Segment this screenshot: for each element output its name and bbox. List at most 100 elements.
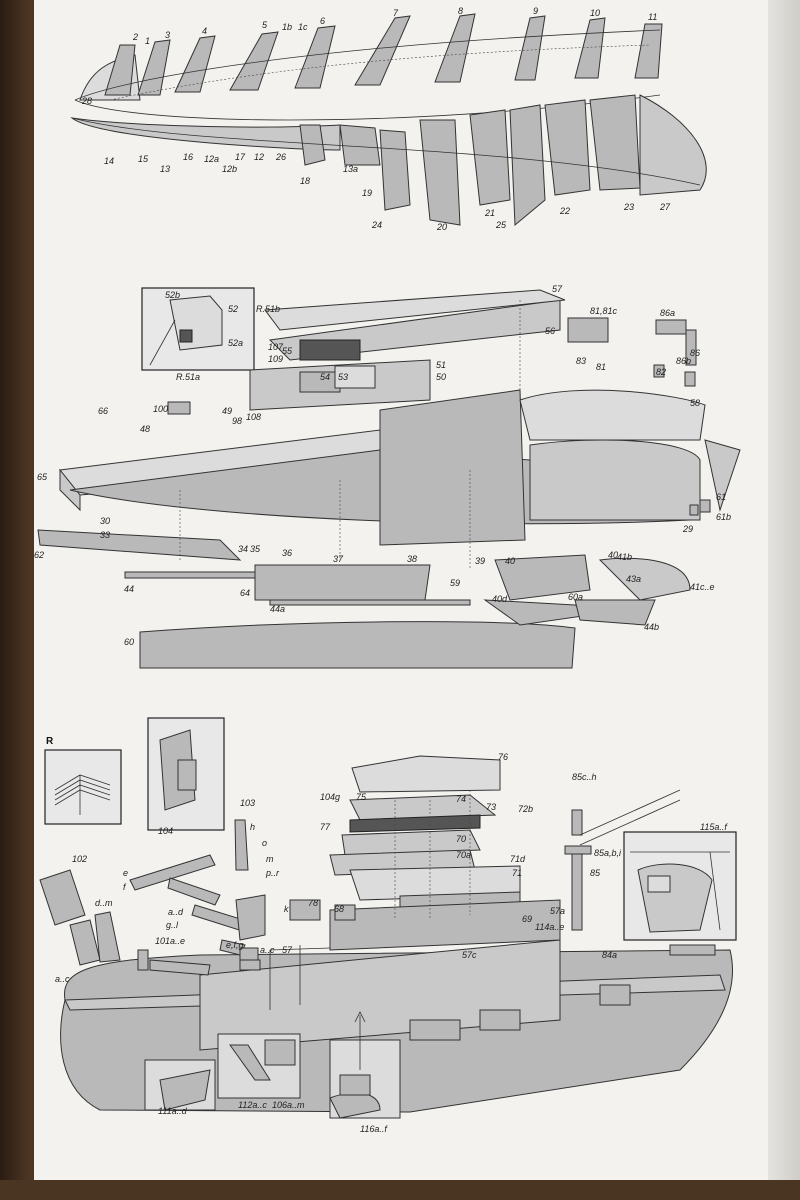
part-label: 40 <box>505 556 515 566</box>
part-label: 60 <box>124 637 134 647</box>
part-label: d..m <box>95 898 113 908</box>
part-label: 75 <box>356 792 367 802</box>
part-label: o <box>262 838 267 848</box>
part-label: 12b <box>222 164 237 174</box>
part-label: 13a <box>343 164 358 174</box>
part-label: R.51b <box>256 304 280 314</box>
part-label: 62 <box>34 550 44 560</box>
part-label: 57 <box>552 284 563 294</box>
hull-frames-labels: 2 1 3 4 5 1b 1c 6 7 8 9 10 11 28 14 15 1… <box>81 6 671 232</box>
part-label: 64 <box>240 588 250 598</box>
part-label: 37 <box>333 554 344 564</box>
part-label: 69 <box>522 914 532 924</box>
part-label: 100 <box>153 404 168 414</box>
part-label: a..c <box>260 945 275 955</box>
part-label: 25 <box>495 220 507 230</box>
hull-frames-diagram <box>70 13 707 227</box>
part-label: 84a <box>602 950 617 960</box>
part-label: 116a..f <box>360 1124 388 1134</box>
part-label: 43a <box>626 574 641 584</box>
part-label: 26 <box>275 152 286 162</box>
part-label: 12a <box>204 154 219 164</box>
part-label: 24 <box>371 220 382 230</box>
part-label: 1c <box>298 22 308 32</box>
part-label: 82 <box>656 367 666 377</box>
part-label: R.51a <box>176 372 200 382</box>
part-label: p..r <box>265 868 280 878</box>
part-label: 44 <box>124 584 134 594</box>
part-label: 14 <box>104 156 114 166</box>
part-label: 108 <box>246 412 261 422</box>
part-label: 98 <box>232 416 242 426</box>
part-label: 86a <box>660 308 675 318</box>
part-label: 53 <box>338 372 348 382</box>
part-label: 1b <box>282 22 292 32</box>
part-label: 111a..d <box>158 1106 188 1116</box>
part-label: 23 <box>623 202 634 212</box>
part-label: 7 <box>393 8 399 18</box>
deck-assembly-labels: 57 52b 52 52a R.51b 81,81c 86a 107 55 10… <box>34 284 731 647</box>
part-label: 50 <box>436 372 446 382</box>
part-label: 85a,b,i <box>594 848 622 858</box>
part-label: 51 <box>436 360 446 370</box>
part-label: 48 <box>140 424 150 434</box>
part-label: 4 <box>202 26 207 36</box>
part-label: 107 <box>268 342 284 352</box>
part-label: 81 <box>596 362 606 372</box>
part-label: 40 <box>608 550 618 560</box>
part-label: 35 <box>250 544 261 554</box>
part-label: 38 <box>407 554 417 564</box>
part-label: 41b <box>617 552 632 562</box>
detail-R-label: R <box>46 736 54 747</box>
superstructure-labels: R 76 85c..h 104g 75 74 73 72b 103 104 77… <box>46 736 728 1134</box>
part-label: 1 <box>145 36 150 46</box>
part-label: 102 <box>72 854 87 864</box>
part-label: 101a..e <box>155 936 185 946</box>
part-label: 52a <box>228 338 243 348</box>
part-label: 29 <box>682 524 693 534</box>
part-label: 74 <box>456 794 466 804</box>
part-label: 58 <box>690 398 700 408</box>
part-label: 86 <box>690 348 700 358</box>
part-label: g..l <box>166 920 179 930</box>
part-label: e,f,g <box>226 940 244 950</box>
part-label: 36 <box>282 548 292 558</box>
part-label: 70 <box>456 834 466 844</box>
part-label: 19 <box>362 188 372 198</box>
part-label: 112a..c <box>238 1100 267 1110</box>
part-label: 12 <box>254 152 264 162</box>
part-label: 11 <box>648 12 657 22</box>
part-label: 85 <box>590 868 601 878</box>
part-label: 103 <box>240 798 255 808</box>
part-label: 30 <box>100 516 110 526</box>
part-label: 27 <box>659 202 671 212</box>
desk-background-left <box>0 0 40 1200</box>
part-label: 68 <box>334 904 344 914</box>
part-label: 33 <box>100 530 110 540</box>
part-label: 28 <box>81 96 92 106</box>
part-label: 59 <box>450 578 460 588</box>
part-label: e <box>123 868 128 878</box>
deck-assembly-diagram <box>37 287 741 669</box>
superstructure-diagram <box>39 717 737 1119</box>
part-label: 61 <box>716 492 726 502</box>
desk-background-bottom <box>0 1180 800 1200</box>
part-label: 76 <box>498 752 508 762</box>
part-label: 106a..m <box>272 1100 305 1110</box>
part-label: 85c..h <box>572 772 597 782</box>
part-label: 6 <box>320 16 325 26</box>
part-label: k <box>284 904 289 914</box>
part-label: 16 <box>183 152 193 162</box>
part-label: m <box>266 854 274 864</box>
part-label: 57a <box>550 906 565 916</box>
part-label: 65 <box>37 472 48 482</box>
part-label: 114a..e <box>535 922 564 932</box>
part-label: 40d <box>492 594 508 604</box>
part-label: 8 <box>458 6 463 16</box>
part-label: 3 <box>165 30 170 40</box>
part-label: 54 <box>320 372 330 382</box>
part-label: 71d <box>510 854 526 864</box>
part-label: 115a..f <box>700 822 728 832</box>
part-label: 109 <box>268 354 283 364</box>
